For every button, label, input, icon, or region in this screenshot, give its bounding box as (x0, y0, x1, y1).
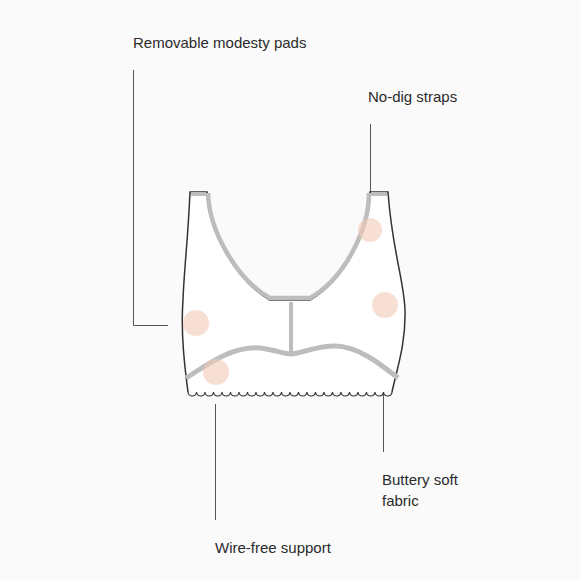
callout-label: Wire-free support (215, 537, 435, 558)
leader-line (134, 70, 169, 326)
feature-dot (358, 218, 382, 242)
neckline-trim (208, 193, 369, 298)
feature-dots (183, 218, 398, 385)
callout-label: Buttery soft fabric (382, 469, 492, 511)
center-gore (289, 302, 293, 352)
callout-label: Removable modesty pads (133, 32, 373, 53)
scalloped-hem (188, 392, 392, 396)
callout-label: No-dig straps (368, 86, 548, 107)
feature-dot (372, 292, 398, 318)
leader-line (370, 124, 371, 202)
leader-line (215, 404, 216, 520)
feature-dot (183, 310, 209, 336)
feature-dot (203, 359, 229, 385)
bra-outline (182, 192, 405, 392)
strap-trim (191, 192, 387, 196)
bra-trim (186, 193, 398, 378)
